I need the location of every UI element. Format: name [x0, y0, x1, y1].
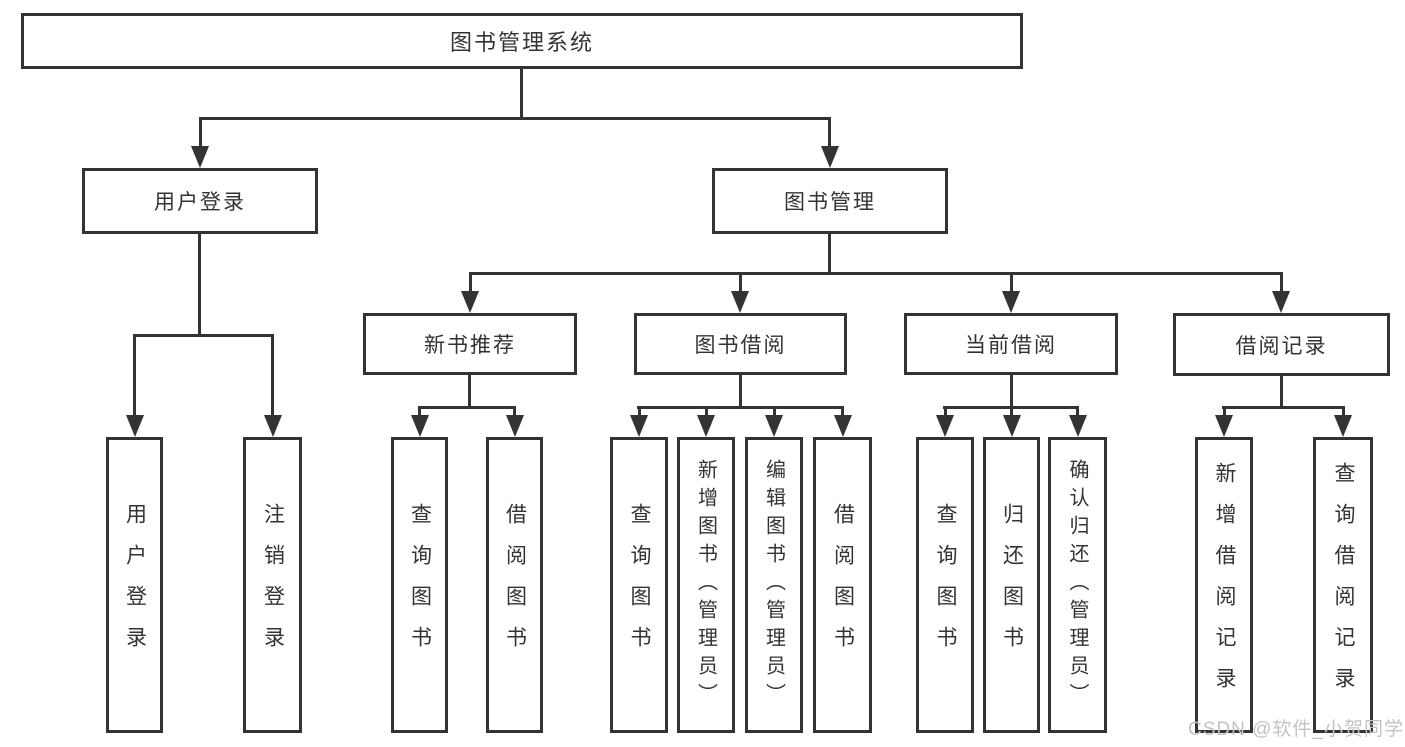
connector-vline	[739, 375, 742, 409]
connector-hline	[637, 406, 844, 409]
leaf-add-borrow-record: 新增借阅记录	[1195, 437, 1253, 733]
arrowhead-down-icon	[264, 415, 282, 437]
connector-vline	[1010, 375, 1013, 409]
connector-stem	[705, 406, 708, 415]
node-root: 图书管理系统	[21, 13, 1023, 69]
connector-stem	[133, 334, 136, 415]
arrowhead-down-icon	[506, 415, 524, 437]
leaf-query-borrow-record: 查询借阅记录	[1313, 437, 1373, 733]
arrowhead-down-icon	[191, 146, 209, 168]
leaf-borrow-book: 借阅图书	[486, 437, 543, 733]
csdn-watermark: CSDN @软件_小贺同学	[1188, 719, 1404, 740]
arrowhead-down-icon	[1334, 415, 1352, 437]
connector-hline	[418, 406, 516, 409]
leaf-return-book: 归还图书	[983, 437, 1040, 733]
arrowhead-down-icon	[630, 415, 648, 437]
connector-stem	[1342, 406, 1345, 415]
connector-vline	[468, 375, 471, 409]
leaf-borrow-book: 借阅图书	[813, 437, 872, 733]
node-book-borrow: 图书借阅	[634, 313, 847, 375]
arrowhead-down-icon	[1272, 291, 1290, 313]
connector-vline	[198, 234, 201, 337]
arrowhead-down-icon	[821, 146, 839, 168]
connector-hline	[133, 334, 274, 337]
connector-stem	[469, 272, 472, 291]
connector-stem	[418, 406, 421, 415]
connector-hline	[199, 117, 831, 120]
connector-vline	[1280, 375, 1283, 409]
connector-stem	[773, 406, 776, 415]
arrowhead-down-icon	[126, 415, 144, 437]
leaf-query-book: 查询图书	[610, 437, 668, 733]
leaf-query-book: 查询图书	[916, 437, 974, 733]
connector-vline	[828, 234, 831, 275]
connector-stem	[828, 117, 831, 146]
arrowhead-down-icon	[1003, 415, 1021, 437]
leaf-add-book-admin: 新增图书（管理员）	[677, 437, 735, 733]
leaf-logout: 注销登录	[243, 437, 302, 733]
node-borrow-records: 借阅记录	[1173, 313, 1390, 376]
arrowhead-down-icon	[411, 415, 429, 437]
arrowhead-down-icon	[461, 291, 479, 313]
connector-vline	[520, 68, 523, 120]
connector-stem	[841, 406, 844, 415]
connector-stem	[513, 406, 516, 415]
leaf-confirm-return-admin: 确认归还（管理员）	[1048, 437, 1107, 733]
connector-stem	[739, 272, 742, 291]
arrowhead-down-icon	[731, 291, 749, 313]
connector-stem	[638, 406, 641, 415]
node-book-management: 图书管理	[712, 168, 948, 234]
connector-stem	[1076, 406, 1079, 415]
leaf-edit-book-admin: 编辑图书（管理员）	[745, 437, 803, 733]
arrowhead-down-icon	[1002, 291, 1020, 313]
connector-stem	[1010, 406, 1013, 415]
arrowhead-down-icon	[936, 415, 954, 437]
arrowhead-down-icon	[834, 415, 852, 437]
connector-stem	[199, 117, 202, 146]
arrowhead-down-icon	[697, 415, 715, 437]
connector-hline	[1222, 406, 1345, 409]
node-current-borrow: 当前借阅	[904, 313, 1118, 375]
arrowhead-down-icon	[765, 415, 783, 437]
connector-stem	[944, 406, 947, 415]
arrowhead-down-icon	[1215, 415, 1233, 437]
connector-hline	[469, 272, 1282, 275]
connector-stem	[1010, 272, 1013, 291]
node-new-book-recommend: 新书推荐	[363, 313, 577, 375]
arrowhead-down-icon	[1069, 415, 1087, 437]
leaf-user-login: 用户登录	[106, 437, 163, 733]
connector-stem	[271, 334, 274, 415]
connector-stem	[1280, 272, 1283, 291]
leaf-query-book: 查询图书	[391, 437, 448, 733]
connector-stem	[1223, 406, 1226, 415]
node-user-login: 用户登录	[82, 168, 318, 234]
